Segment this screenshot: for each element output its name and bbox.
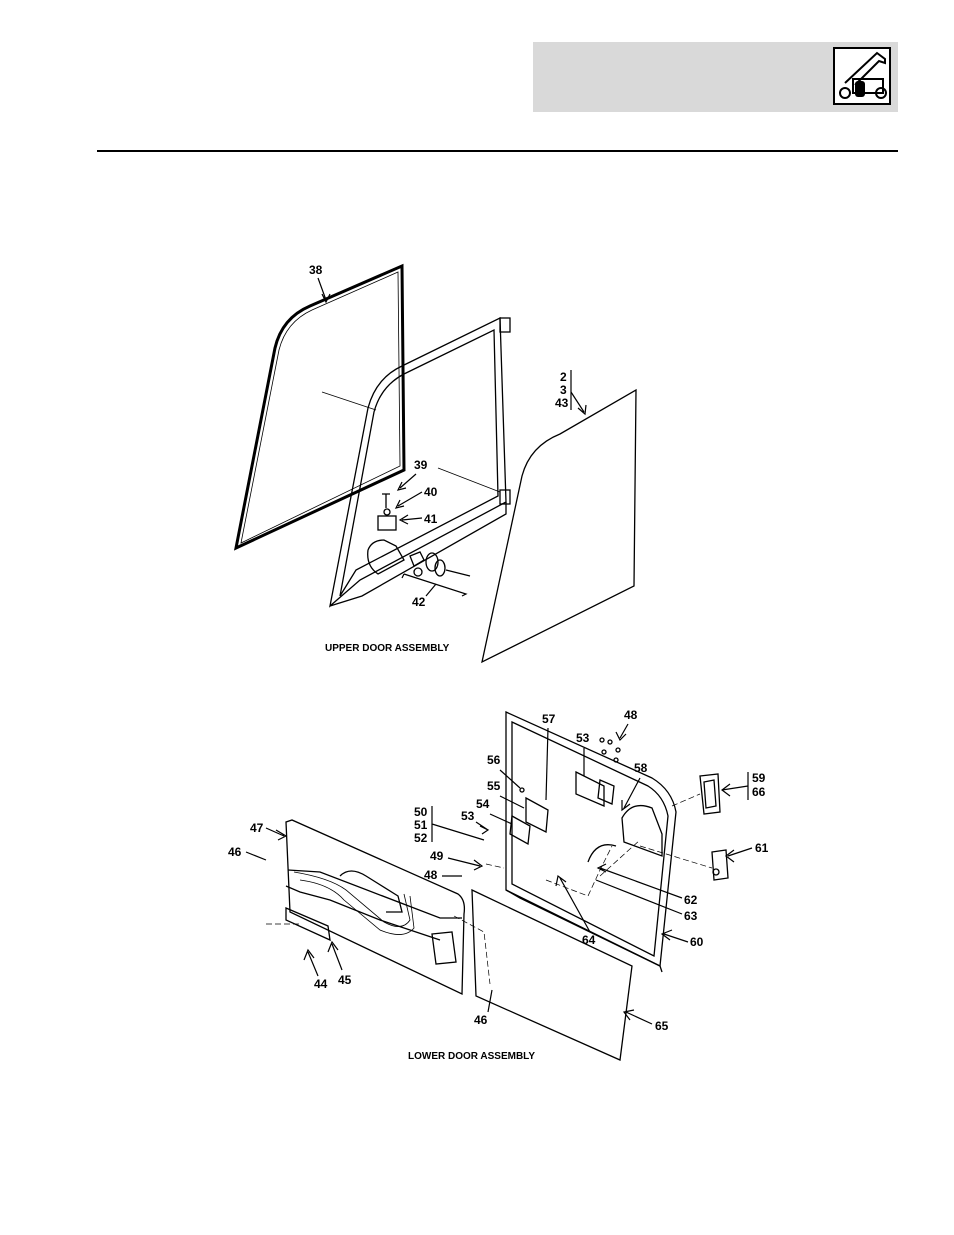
callout-55: 55	[487, 779, 501, 793]
callout-46-left: 46	[228, 845, 242, 859]
callout-59: 59	[752, 771, 766, 785]
callout-53-mid: 53	[461, 809, 475, 823]
callout-57: 57	[542, 712, 556, 726]
callout-60: 60	[690, 935, 704, 949]
panel-65	[472, 890, 632, 1060]
callout-45: 45	[338, 973, 352, 987]
callout-42: 42	[412, 595, 426, 609]
callout-43: 43	[555, 396, 569, 410]
callout-50: 50	[414, 805, 428, 819]
latch-61	[712, 850, 728, 880]
callout-66: 66	[752, 785, 766, 799]
callout-62: 62	[684, 893, 698, 907]
callout-39: 39	[414, 458, 428, 472]
callout-65: 65	[655, 1019, 669, 1033]
callout-38: 38	[309, 263, 323, 277]
callout-48-left: 48	[424, 868, 438, 882]
callout-47: 47	[250, 821, 264, 835]
callout-63: 63	[684, 909, 698, 923]
callout-54: 54	[476, 797, 490, 811]
callout-49: 49	[430, 849, 444, 863]
callout-3: 3	[560, 383, 567, 397]
callout-53-top: 53	[576, 731, 590, 745]
glass-panel-43	[482, 390, 636, 662]
handle-59	[700, 774, 720, 814]
callout-40: 40	[424, 485, 438, 499]
upper-caption: UPPER DOOR ASSEMBLY	[325, 643, 450, 654]
lower-door-assembly: 57 48 53 56 58 59 66 55 54 50 51 52 53 4…	[228, 708, 769, 1062]
callout-58: 58	[634, 761, 648, 775]
callout-61: 61	[755, 841, 769, 855]
callout-56: 56	[487, 753, 501, 767]
lower-caption: LOWER DOOR ASSEMBLY	[408, 1051, 535, 1062]
callout-44: 44	[314, 977, 328, 991]
trim-panel-47	[286, 820, 464, 994]
callout-52: 52	[414, 831, 428, 845]
glass-panel-38	[236, 266, 404, 548]
callout-41: 41	[424, 512, 438, 526]
callout-64: 64	[582, 933, 596, 947]
upper-door-assembly: 38 2 3 43 39 40 41 42 UPPER DOOR ASSEMBL…	[236, 263, 636, 662]
callout-48-top: 48	[624, 708, 638, 722]
callout-2: 2	[560, 370, 567, 384]
callout-46-bottom: 46	[474, 1013, 488, 1027]
callout-51: 51	[414, 818, 428, 832]
